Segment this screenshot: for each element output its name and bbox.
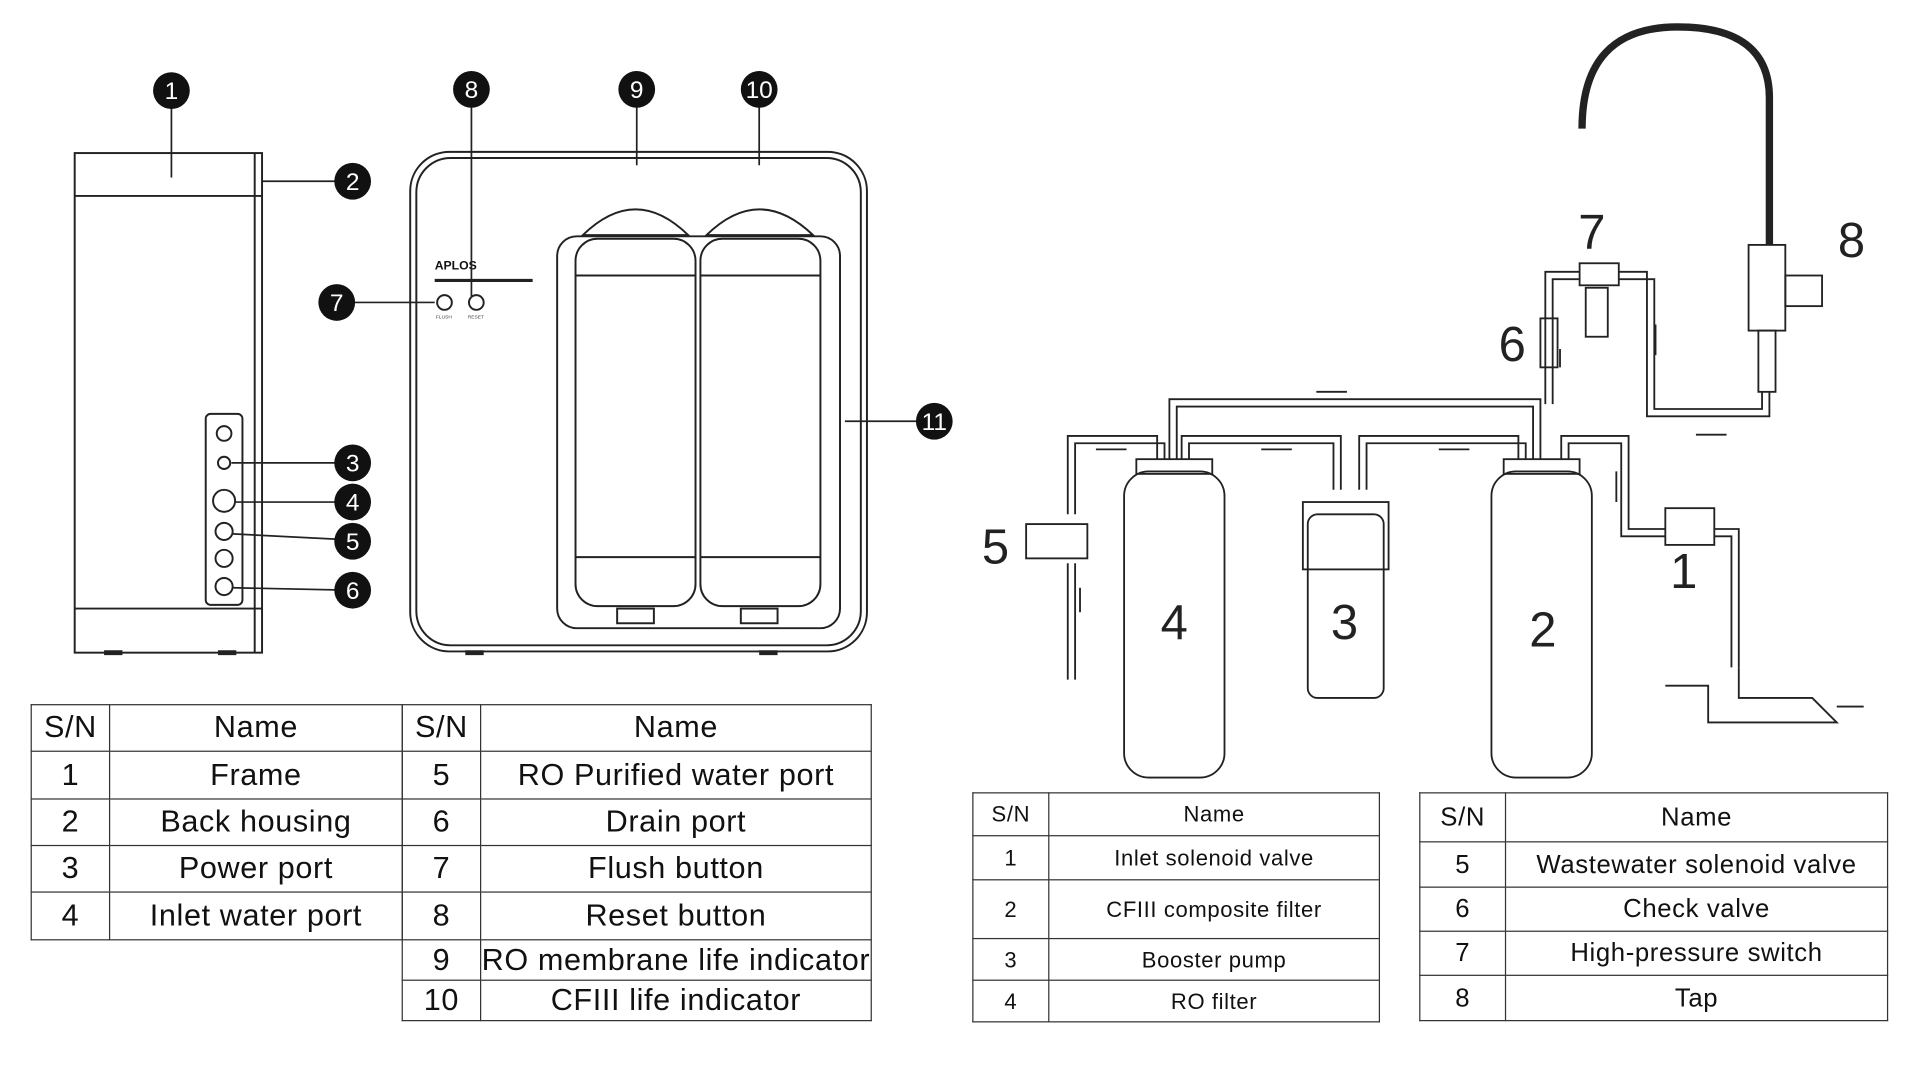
callout-1: 1 xyxy=(153,72,190,109)
reset-label: RESET xyxy=(468,314,484,320)
svg-text:4: 4 xyxy=(346,490,360,517)
callout-9: 9 xyxy=(618,71,656,108)
svg-text:10: 10 xyxy=(746,77,773,104)
front-view-unit: APLOS FLUSH RESET xyxy=(409,150,868,656)
callouts: 1 2 3 4 5 6 7 8 9 10 11 xyxy=(153,71,953,609)
side-view-unit xyxy=(73,152,264,656)
header-name: Name xyxy=(108,704,403,752)
header-sn: S/N xyxy=(30,704,111,752)
flow-label-1: 1 xyxy=(1670,545,1697,599)
svg-text:1: 1 xyxy=(165,78,179,105)
svg-text:11: 11 xyxy=(922,409,947,436)
ro-filter xyxy=(1123,470,1226,779)
callout-8: 8 xyxy=(453,71,490,108)
cfiii-filter xyxy=(1490,470,1593,779)
header-sn: S/N xyxy=(401,704,482,752)
svg-text:3: 3 xyxy=(346,450,360,477)
flush-label: FLUSH xyxy=(436,314,452,320)
callout-4: 4 xyxy=(334,483,372,521)
flow-label-7: 7 xyxy=(1578,206,1605,260)
wastewater-valve xyxy=(1025,523,1089,560)
flow-label-3: 3 xyxy=(1331,596,1358,650)
svg-text:6: 6 xyxy=(346,578,360,605)
inlet-valve xyxy=(1664,507,1716,546)
svg-text:9: 9 xyxy=(630,77,644,104)
inlet-faucet xyxy=(1665,667,1839,724)
svg-text:2: 2 xyxy=(346,169,360,196)
callout-3: 3 xyxy=(334,444,372,482)
svg-text:5: 5 xyxy=(346,529,360,556)
callout-6: 6 xyxy=(334,571,372,609)
callout-11: 11 xyxy=(915,402,953,440)
tap xyxy=(1578,23,1774,245)
booster-pump xyxy=(1306,513,1385,699)
svg-text:8: 8 xyxy=(465,77,479,104)
high-pressure-switch xyxy=(1578,262,1620,287)
header-name: Name xyxy=(480,704,872,752)
flow-label-8: 8 xyxy=(1838,214,1865,268)
callout-2: 2 xyxy=(334,162,372,200)
flow-diagram xyxy=(1025,23,1864,779)
callout-5: 5 xyxy=(334,522,372,560)
header-sn: S/N xyxy=(1419,792,1507,843)
header-name: Name xyxy=(1048,792,1381,837)
flow-label-5: 5 xyxy=(982,520,1009,574)
brand-logo: APLOS xyxy=(435,258,477,272)
svg-text:7: 7 xyxy=(330,290,344,317)
check-valve xyxy=(1539,317,1559,369)
callout-10: 10 xyxy=(740,71,778,108)
callout-7: 7 xyxy=(318,284,356,321)
flow-label-2: 2 xyxy=(1529,604,1556,658)
header-sn: S/N xyxy=(972,792,1050,837)
flow-labels: 1 2 3 4 5 6 7 8 xyxy=(982,206,1865,658)
flow-label-4: 4 xyxy=(1161,596,1188,650)
header-name: Name xyxy=(1504,792,1889,843)
flow-label-6: 6 xyxy=(1499,318,1526,372)
